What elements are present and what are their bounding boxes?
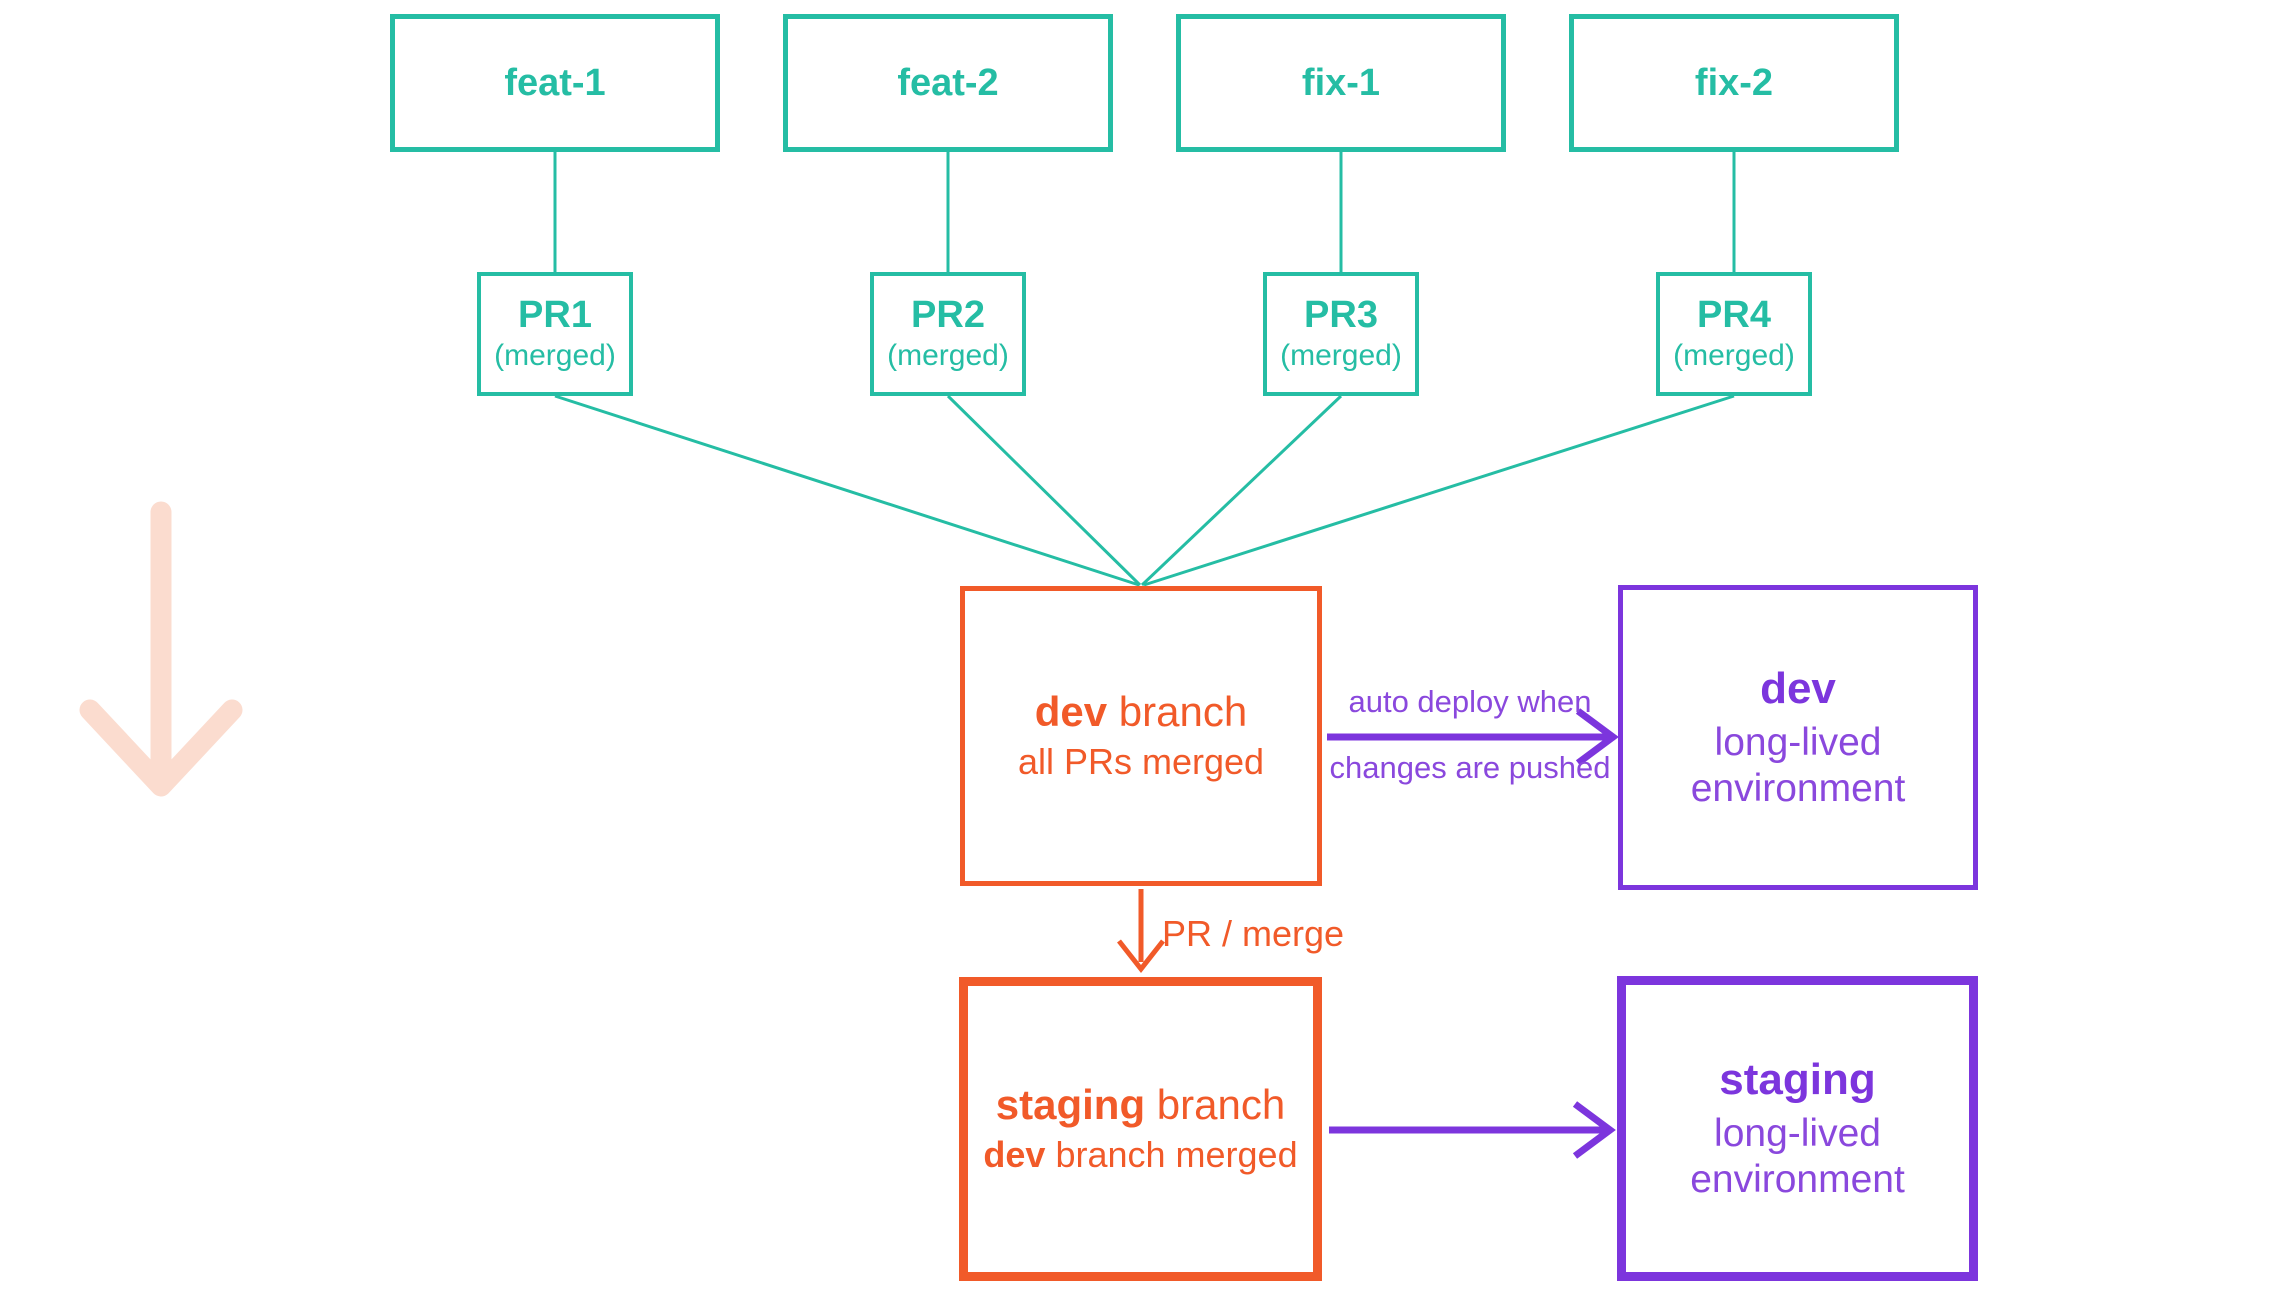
pr-title: PR1 <box>518 294 592 337</box>
pr-status: (merged) <box>1280 338 1402 372</box>
pr-title: PR2 <box>911 294 985 337</box>
dev-branch-box: dev branch all PRs merged <box>960 586 1322 886</box>
dev-environment-box: dev long-lived environment <box>1618 585 1978 890</box>
branch-label: feat-2 <box>897 61 999 104</box>
merge-line-pr2 <box>946 394 1142 587</box>
branch-box-fix-2: fix-2 <box>1569 14 1899 152</box>
branch-box-feat-1: feat-1 <box>390 14 720 152</box>
pr-box-2: PR2 (merged) <box>870 272 1026 396</box>
auto-deploy-label-line1: auto deploy when <box>1348 684 1592 719</box>
branch-label: feat-1 <box>504 61 606 104</box>
dev-env-line1: long-lived <box>1714 721 1882 765</box>
staging-branch-subtitle-bold: dev <box>983 1133 1046 1175</box>
merge-line-pr1 <box>554 394 1140 587</box>
pr-status: (merged) <box>1673 338 1795 372</box>
pr-box-4: PR4 (merged) <box>1656 272 1812 396</box>
staging-branch-subtitle-rest: branch merged <box>1045 1133 1298 1175</box>
staging-environment-box: staging long-lived environment <box>1617 976 1978 1281</box>
pr-status: (merged) <box>887 338 1009 372</box>
pr-title: PR4 <box>1697 294 1771 337</box>
merge-line-pr4 <box>1143 394 1735 587</box>
pr-title: PR3 <box>1304 294 1378 337</box>
staging-branch-title-bold: staging <box>995 1081 1146 1129</box>
branch-label: fix-1 <box>1301 61 1381 104</box>
staging-branch-box: staging branch dev branch merged <box>959 977 1322 1281</box>
dev-branch-title-rest: branch <box>1107 688 1248 736</box>
pr-to-dev-merge-lines <box>554 394 1735 587</box>
staging-env-line1: long-lived <box>1714 1112 1881 1156</box>
pr-merge-label: PR / merge <box>1162 913 1345 954</box>
branch-box-feat-2: feat-2 <box>783 14 1113 152</box>
staging-env-line2: environment <box>1690 1157 1905 1201</box>
dev-branch-title: dev branch <box>1035 686 1247 739</box>
branch-to-pr-connectors <box>553 152 1736 272</box>
dev-branch-subtitle: all PRs merged <box>1017 740 1265 782</box>
dev-env-line2: environment <box>1690 766 1906 810</box>
branch-label: fix-2 <box>1694 61 1774 104</box>
merge-line-pr3 <box>1140 394 1343 587</box>
staging-branch-subtitle: dev branch merged <box>983 1132 1297 1179</box>
pr-status: (merged) <box>494 338 616 372</box>
staging-to-stagingenv-arrow <box>1329 1101 1616 1159</box>
staging-branch-title: staging branch <box>996 1079 1285 1132</box>
dev-branch-title-bold: dev <box>1034 688 1108 736</box>
pr-box-3: PR3 (merged) <box>1263 272 1419 396</box>
dev-env-title: dev <box>1760 664 1836 714</box>
pr-box-1: PR1 (merged) <box>477 272 633 396</box>
dev-to-staging-arrow <box>1117 889 1165 974</box>
staging-branch-title-rest: branch <box>1145 1081 1286 1129</box>
branch-box-fix-1: fix-1 <box>1176 14 1506 152</box>
staging-env-title: staging <box>1719 1055 1876 1105</box>
auto-deploy-label-line2: changes are pushed <box>1329 750 1611 785</box>
dev-to-devenv-arrow <box>1327 708 1619 766</box>
faded-down-arrow-icon <box>79 501 243 797</box>
